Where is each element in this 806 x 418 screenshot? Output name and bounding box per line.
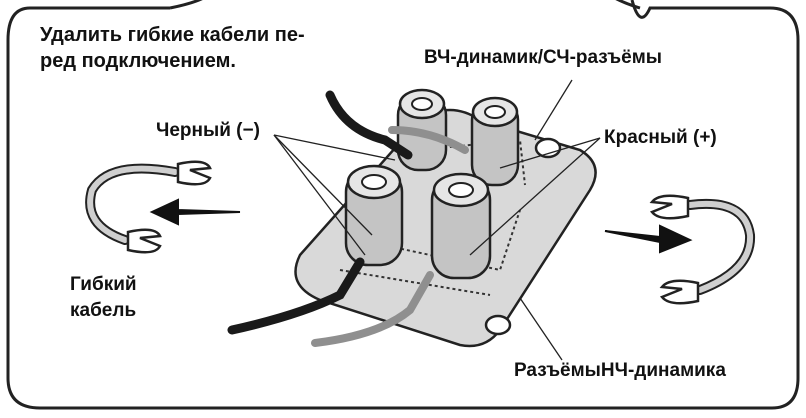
red-wire-top	[388, 126, 469, 154]
label-black-minus: Черный (−)	[156, 120, 260, 141]
label-lf-terminals: РазъёмыНЧ-динамика	[514, 360, 726, 381]
label-hf-mf-terminals: ВЧ-динамик/СЧ-разъёмы	[424, 47, 662, 68]
dotted-terminal-outlines	[339, 138, 526, 296]
red-wire-bottom	[311, 271, 434, 347]
callout-pointer-right	[615, 0, 641, 10]
arrow-right-remove	[604, 224, 693, 254]
label-red-plus: Красный (+)	[604, 127, 717, 148]
post-lf-left	[344, 164, 404, 267]
callout-frame	[6, 0, 800, 410]
black-wire-bottom	[227, 257, 365, 335]
jumper-cable-right	[649, 194, 756, 305]
mount-hole-bottom	[484, 314, 512, 336]
black-wire-top	[325, 90, 413, 160]
post-hf-right	[470, 96, 520, 187]
instruction-line-1: Удалить гибкие кабели пе-	[40, 24, 305, 46]
arrow-left-remove	[149, 198, 241, 226]
callout-pointer-left	[169, 0, 203, 10]
jumper-line-2: кабель	[70, 300, 137, 321]
jumper-line-1: Гибкий	[70, 274, 137, 295]
pointer-lines	[273, 79, 601, 361]
post-lf-right	[430, 172, 492, 280]
jumper-cable-left	[85, 160, 212, 254]
instruction-line-2: ред подключением.	[40, 50, 236, 72]
label-jumper-cable: Гибкий кабель	[70, 272, 137, 324]
instruction-text: Удалить гибкие кабели пе- ред подключени…	[40, 22, 305, 74]
mount-hole-top	[534, 137, 562, 159]
